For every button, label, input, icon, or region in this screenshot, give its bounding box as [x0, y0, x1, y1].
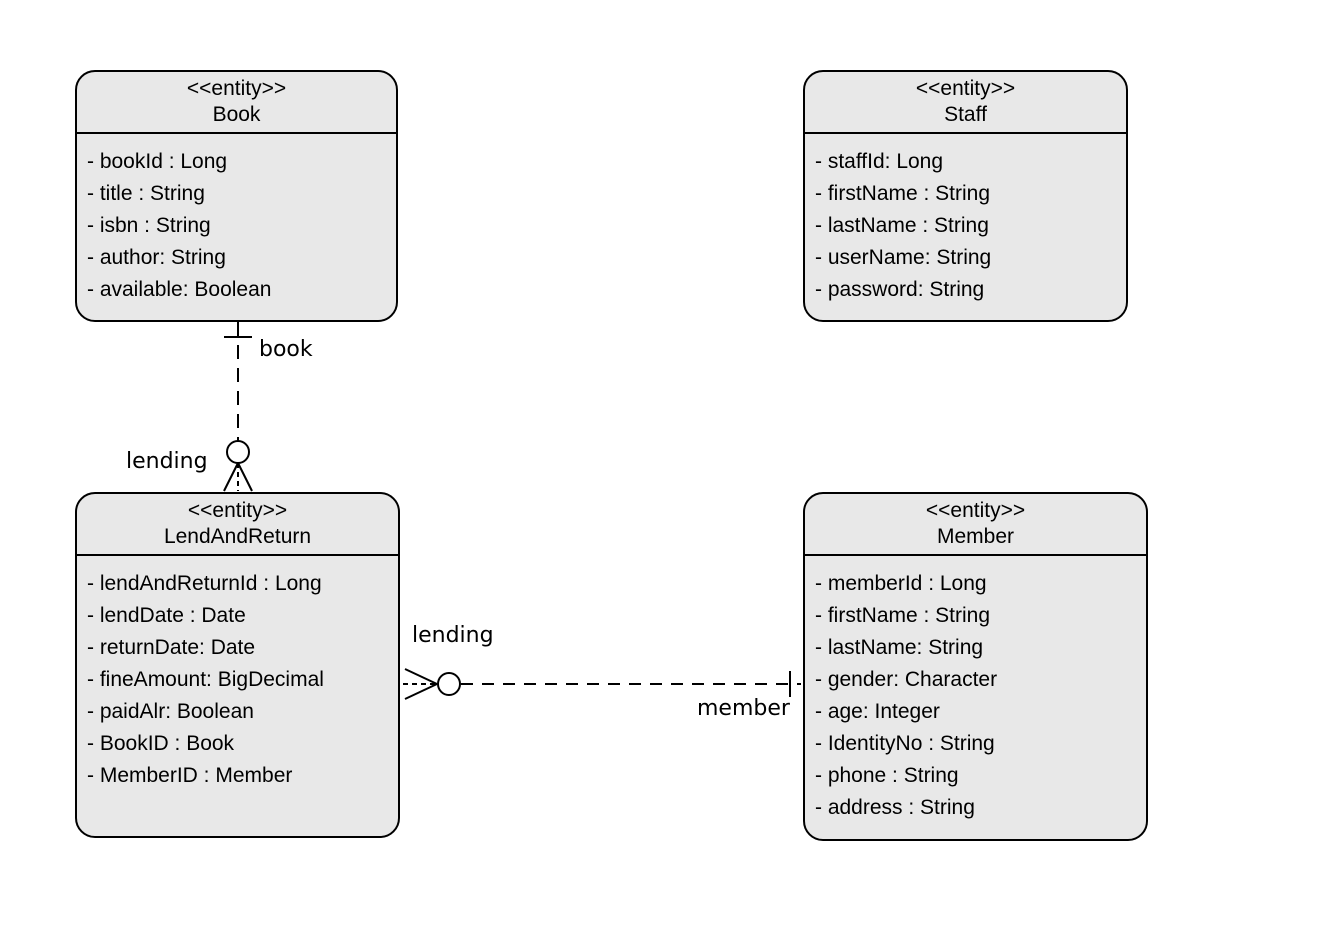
- entity-book-header: <<entity>> Book: [77, 72, 396, 134]
- attribute-line: - lastName : String: [815, 214, 989, 237]
- entity-staff: <<entity>> Staff - staffId: Long - firstN…: [803, 70, 1128, 322]
- attribute-line: - lastName: String: [815, 636, 984, 659]
- attribute-line: - available: Boolean: [87, 278, 272, 301]
- zero-circle-icon: [226, 440, 250, 464]
- crow-foot-icon: [404, 683, 438, 700]
- entity-member: <<entity>> Member - memberId : Long - fir…: [803, 492, 1148, 841]
- entity-staff-header: <<entity>> Staff: [805, 72, 1126, 134]
- entity-stereotype: <<entity>>: [915, 77, 1016, 100]
- connector-lendandreturn-member: [403, 668, 801, 700]
- attribute-line: - isbn : String: [87, 214, 211, 237]
- relationship-label-lending-horizontal: lending: [412, 623, 494, 648]
- crow-foot-icon: [223, 462, 239, 492]
- entity-lendandreturn-header: <<entity>> LendAndReturn: [77, 494, 398, 556]
- entity-staff-attributes: - staffId: Long - firstName : String - las…: [805, 134, 1126, 306]
- entity-lendandreturn-attributes: - lendAndReturnId : Long - lendDate : Dat…: [77, 556, 398, 792]
- entity-member-attributes: - memberId : Long - firstName : String - l…: [805, 556, 1146, 824]
- attribute-line: - gender: Character: [815, 668, 998, 691]
- attribute-line: - firstName : String: [815, 182, 991, 205]
- zero-circle-icon: [437, 672, 461, 696]
- attribute-line: - lendDate : Date: [87, 604, 246, 627]
- entity-name: Book: [212, 103, 261, 126]
- attribute-line: - address : String: [815, 796, 975, 819]
- attribute-line: - returnDate: Date: [87, 636, 256, 659]
- attribute-line: - IdentityNo : String: [815, 732, 995, 755]
- entity-book-attributes: - bookId : Long - title : String - isbn : …: [77, 134, 396, 306]
- attribute-line: - lendAndReturnId : Long: [87, 572, 322, 595]
- crow-foot-icon: [237, 462, 253, 492]
- attribute-line: - fineAmount: BigDecimal: [87, 668, 324, 691]
- attribute-line: - author: String: [87, 246, 226, 269]
- attribute-line: - BookID : Book: [87, 732, 235, 755]
- entity-stereotype: <<entity>>: [186, 77, 287, 100]
- attribute-line: - bookId : Long: [87, 150, 228, 173]
- entity-book: <<entity>> Book - bookId : Long - title :…: [75, 70, 398, 322]
- relationship-label-member: member: [697, 696, 790, 721]
- relationship-label-book: book: [259, 337, 313, 362]
- attribute-line: - userName: String: [815, 246, 992, 269]
- entity-stereotype: <<entity>>: [187, 499, 288, 522]
- connector-book-lendandreturn: [223, 322, 253, 492]
- entity-name: Member: [936, 525, 1015, 548]
- entity-lendandreturn: <<entity>> LendAndReturn - lendAndReturn…: [75, 492, 400, 838]
- entity-name: LendAndReturn: [163, 525, 312, 548]
- entity-name: Staff: [944, 103, 987, 126]
- attribute-line: - memberId : Long: [815, 572, 987, 595]
- attribute-line: - MemberID : Member: [87, 764, 293, 787]
- entity-member-header: <<entity>> Member: [805, 494, 1146, 556]
- attribute-line: - title : String: [87, 182, 205, 205]
- relationship-label-lending-vertical: lending: [126, 449, 208, 474]
- entity-stereotype: <<entity>>: [925, 499, 1026, 522]
- attribute-line: - age: Integer: [815, 700, 940, 723]
- attribute-line: - paidAlr: Boolean: [87, 700, 254, 723]
- attribute-line: - password: String: [815, 278, 985, 301]
- attribute-line: - staffId: Long: [815, 150, 944, 173]
- crow-foot-icon: [404, 668, 438, 685]
- attribute-line: - phone : String: [815, 764, 959, 787]
- attribute-line: - firstName : String: [815, 604, 991, 627]
